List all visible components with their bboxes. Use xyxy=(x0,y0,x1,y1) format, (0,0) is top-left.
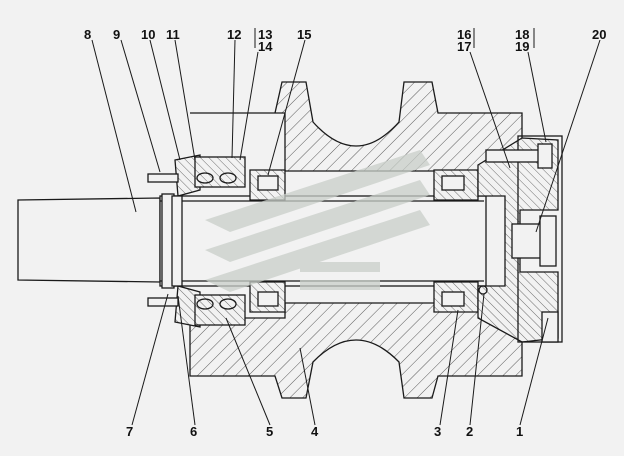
callout-18: 18 xyxy=(515,27,530,42)
callout-19: 19 xyxy=(515,39,530,54)
callout-5: 5 xyxy=(266,424,274,439)
callout-1: 1 xyxy=(516,424,524,439)
callout-4: 4 xyxy=(311,424,319,439)
leader-lines xyxy=(91,28,601,426)
bottom-plate xyxy=(541,311,559,343)
callout-14: 14 xyxy=(258,39,273,54)
seal-ring-bottom xyxy=(194,294,246,326)
callout-11: 11 xyxy=(166,27,180,42)
watermark-logo xyxy=(205,150,430,292)
callout-10: 10 xyxy=(141,27,156,42)
roller-body xyxy=(190,81,523,172)
left-pin-top xyxy=(147,173,179,183)
callout-8: 8 xyxy=(84,27,92,42)
seal-oring-4 xyxy=(219,298,237,310)
callout-13: 13 xyxy=(258,27,273,42)
left-cover xyxy=(174,154,201,197)
callout-9: 9 xyxy=(113,27,121,42)
callout-2: 2 xyxy=(466,424,474,439)
callout-7: 7 xyxy=(126,424,134,439)
axle-center xyxy=(159,195,487,287)
seal-oring-2 xyxy=(219,172,237,184)
roller-body-lower xyxy=(189,302,523,399)
end-bolt-head xyxy=(537,143,553,169)
seal-oring-1 xyxy=(196,172,214,184)
left-roller-bottom xyxy=(257,291,279,307)
end-bolt xyxy=(485,149,543,163)
callout-20: 20 xyxy=(592,27,607,42)
callout-15: 15 xyxy=(297,27,312,42)
callout-3: 3 xyxy=(434,424,442,439)
right-roller-bottom xyxy=(441,291,465,307)
seal-ring-top xyxy=(194,156,246,188)
axle-shaft xyxy=(17,197,161,283)
snap-ring xyxy=(478,285,488,295)
retaining-ring-left-2 xyxy=(171,195,183,287)
right-roller-top xyxy=(441,175,465,191)
callout-16: 16 xyxy=(457,27,472,42)
seal-oring-3 xyxy=(196,298,214,310)
plug-head xyxy=(539,215,557,267)
left-roller-top xyxy=(257,175,279,191)
callout-17: 17 xyxy=(457,39,472,54)
callout-12: 12 xyxy=(227,27,242,42)
callout-6: 6 xyxy=(190,424,198,439)
left-pin-bottom xyxy=(147,297,179,307)
